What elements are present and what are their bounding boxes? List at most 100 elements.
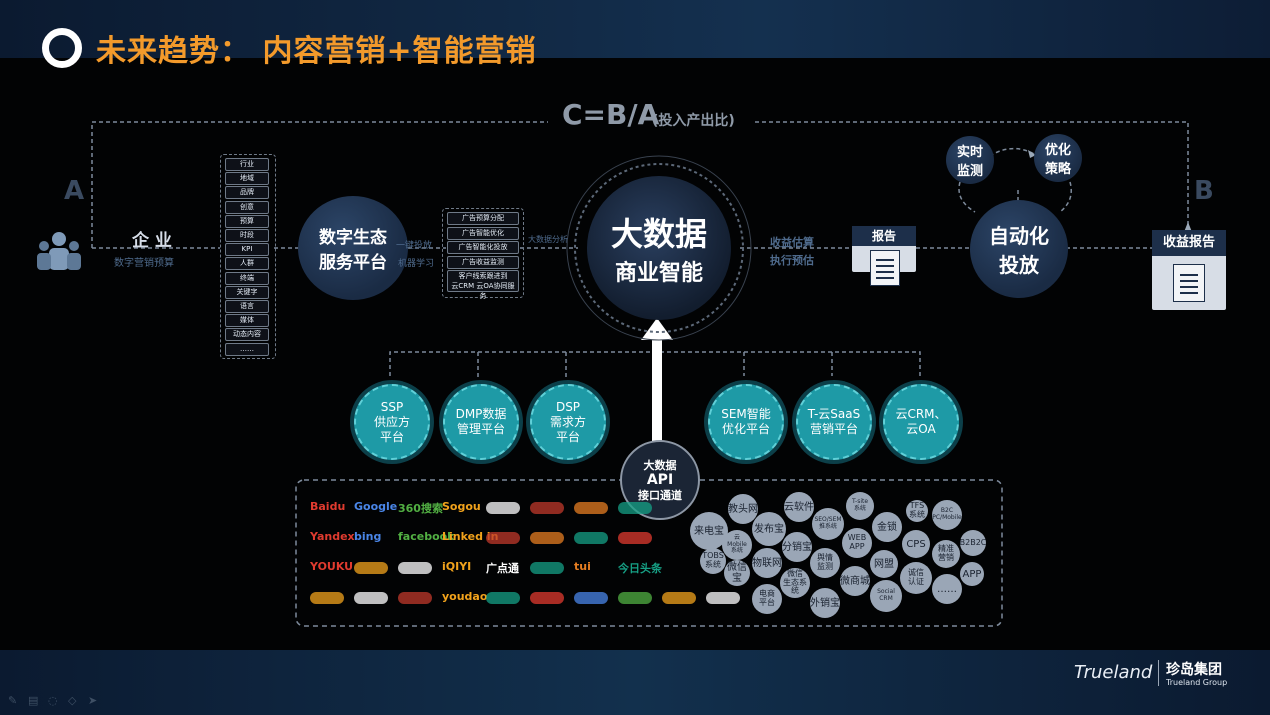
platform-label: DMP数据: [455, 407, 507, 421]
media-logo-mark: [398, 592, 432, 604]
optimize-line2: 策略: [1044, 162, 1071, 177]
platform-label: T-云SaaS: [807, 407, 861, 421]
service-item: 广告智能化投放: [447, 241, 519, 254]
document-icon: [870, 250, 900, 286]
channel-bubble: WEB APP: [842, 528, 872, 558]
channel-bubble: B2C PC/Mobile: [932, 500, 962, 530]
slide-toolbar[interactable]: ✎ ▤ ◌ ◇ ➤: [8, 694, 98, 708]
media-logo-mark: [618, 592, 652, 604]
channel-bubble: 来电宝: [690, 512, 728, 550]
optimize-node: 优化 策略: [1034, 134, 1082, 182]
slides-icon[interactable]: ▤: [28, 694, 39, 707]
dimension-item: KPI: [225, 243, 269, 257]
revenue-document-icon: [1173, 264, 1205, 302]
service-item: 广告收益监测: [447, 255, 519, 269]
eraser-icon[interactable]: ◌: [48, 694, 58, 707]
media-logo-mark: [530, 592, 564, 604]
media-logo-mark: [618, 532, 652, 544]
channel-bubble: SEO/SEM 推系统: [812, 508, 844, 540]
api-line1: 大数据: [643, 459, 677, 472]
media-logo: bing: [354, 530, 382, 543]
pointer-icon[interactable]: ➤: [88, 694, 98, 707]
media-logo-mark: [530, 532, 564, 544]
realtime-line1: 实时: [956, 145, 983, 160]
realtime-node: 实时 监测: [946, 136, 994, 184]
media-logo-mark: [530, 562, 564, 574]
channel-bubble: 物联网: [752, 548, 782, 578]
media-logo: 广点通: [486, 562, 519, 575]
channel-bubble: CPS: [902, 530, 930, 558]
profit-line2: 执行预估: [770, 254, 814, 267]
media-logo-mark: [574, 502, 608, 514]
platform-label: 营销平台: [809, 422, 858, 436]
enterprise-label: 企 业: [132, 231, 172, 251]
channel-bubble: 分销宝: [782, 532, 812, 562]
media-logo-mark: [574, 532, 608, 544]
dimension-item: ……: [225, 342, 269, 356]
dimension-item: 预算: [225, 214, 269, 228]
ring-icon: [42, 28, 82, 68]
media-logo: 360搜索: [398, 502, 443, 515]
media-logo-mark: [574, 592, 608, 604]
revenue-report-card: 收益报告: [1152, 230, 1226, 310]
channel-bubble: 教头网: [728, 494, 758, 524]
platform-label: DSP: [555, 399, 581, 414]
dimension-item: 行业: [225, 158, 269, 171]
channel-bubble: 发布宝: [752, 512, 786, 546]
service-item: 广告预算分配: [447, 212, 519, 225]
channel-bubble: 网盟: [870, 550, 898, 578]
platform-label: 平台: [555, 429, 580, 444]
media-logo-mark: [530, 502, 564, 514]
ecosystem-line2: 服务平台: [319, 253, 387, 273]
media-logo-mark: [486, 532, 520, 544]
channel-bubble: 精准 营销: [932, 540, 960, 568]
dimension-item: 地域: [225, 172, 269, 186]
media-logo-mark: [354, 592, 388, 604]
bigdata-line1: 大数据: [610, 215, 707, 253]
users-icon: [36, 230, 82, 272]
letter-b: B: [1194, 176, 1214, 206]
media-logo-mark: [618, 502, 652, 514]
media-logo: tui: [574, 560, 591, 573]
media-logo: Baidu: [310, 500, 346, 513]
realtime-line2: 监测: [956, 164, 983, 179]
ml-label: 机器学习: [398, 259, 435, 269]
platform-label: SEM智能: [721, 407, 771, 421]
services-list: [442, 208, 524, 298]
media-logo-mark: [398, 562, 432, 574]
data-feed-label: 大数据分析: [528, 235, 568, 244]
channel-bubble: Social CRM: [870, 580, 902, 612]
dimension-item: 语言: [225, 300, 269, 313]
media-logo: youdao: [442, 590, 488, 603]
channel-bubble: 微信宝: [724, 560, 750, 586]
auto-node: 自动化 投放: [970, 200, 1068, 298]
media-logo-mark: [662, 592, 696, 604]
dimension-item: 动态内容: [225, 328, 269, 342]
api-line3: 接口通道: [638, 489, 682, 502]
channel-bubble: 外销宝: [810, 588, 840, 618]
revenue-report-label: 收益报告: [1152, 230, 1226, 256]
media-logo: Linked in: [442, 530, 499, 543]
channel-bubble: TOBS 系统: [700, 548, 726, 574]
ecosystem-node: 数字生态 服务平台: [298, 196, 408, 300]
channel-bubble: 舆情 监测: [810, 548, 840, 578]
channel-bubble: T-site 系统: [846, 492, 874, 520]
platform-label: 需求方: [549, 414, 586, 429]
dimensions-list: [220, 154, 276, 359]
dimension-item: 终端: [225, 271, 269, 285]
report-label: 报告: [852, 226, 916, 246]
brand-logo: Trueland: [1074, 662, 1153, 683]
marker-icon[interactable]: ◇: [68, 694, 77, 707]
dimension-item: 关键字: [225, 285, 269, 299]
pen-icon[interactable]: ✎: [8, 694, 18, 707]
bigdata-line2: 商业智能: [614, 261, 703, 286]
users-glyph: [37, 232, 81, 270]
formula-sub: (投入产出比): [652, 113, 735, 129]
platform-label: 云OA: [906, 422, 936, 436]
platform-label: 优化平台: [721, 422, 770, 436]
brand-cn: 珍岛集团: [1166, 662, 1222, 678]
channel-bubble: 诚信 认证: [900, 562, 932, 594]
